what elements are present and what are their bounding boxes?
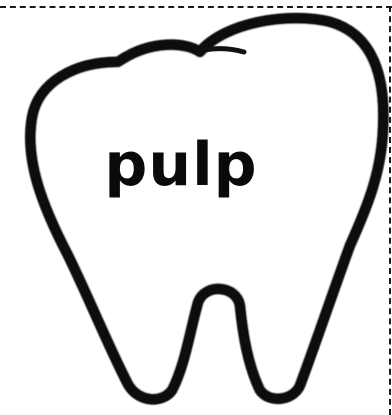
tooth-shape [30,18,383,399]
word-label: pulp [0,135,392,195]
